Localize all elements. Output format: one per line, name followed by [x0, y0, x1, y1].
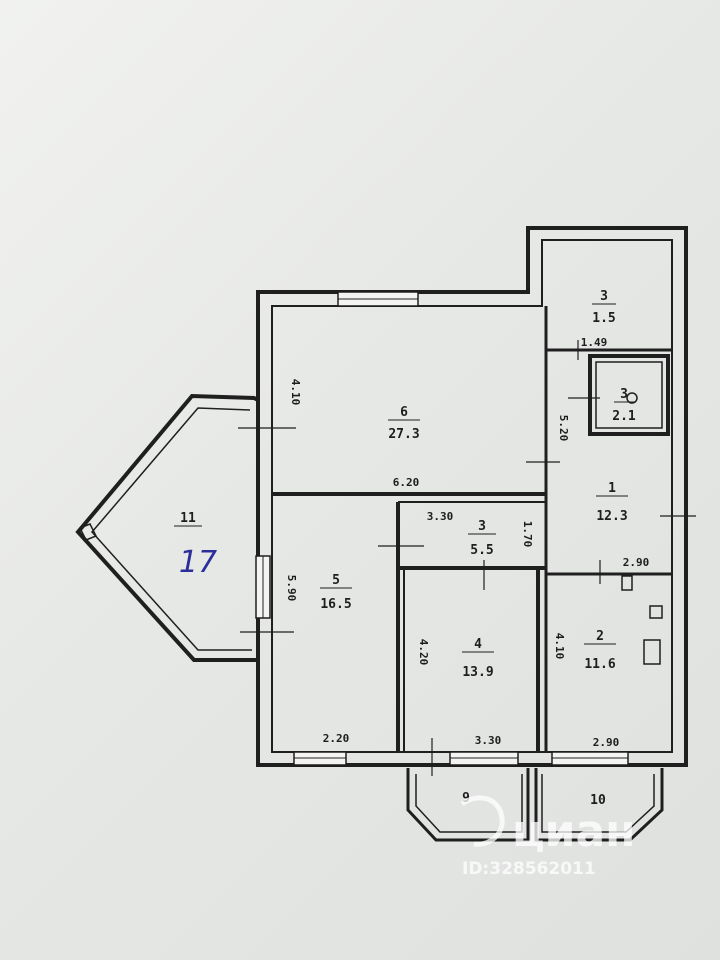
dim-4-10-right: 4.10 — [553, 633, 566, 660]
dim-1-70: 1.70 — [521, 521, 534, 548]
room-2-number: 2 — [596, 629, 604, 644]
dim-5-90: 5.90 — [285, 575, 298, 602]
room-1-area: 12.3 — [596, 509, 627, 524]
room-4-number: 4 — [474, 637, 482, 652]
dim-2-90-bottom: 2.90 — [593, 736, 620, 749]
room-4-area: 13.9 — [462, 665, 493, 680]
dim-2-20: 2.20 — [323, 732, 350, 745]
room-3-small-area: 5.5 — [470, 543, 493, 558]
dim-6-20: 6.20 — [393, 476, 420, 489]
room-6-number: 6 — [400, 405, 408, 420]
dim-4-10-left: 4.10 — [289, 379, 302, 406]
room-9-number: 9 — [462, 791, 470, 806]
room-1-number: 1 — [608, 481, 616, 496]
room-11-number: 11 — [180, 511, 196, 526]
watermark-brand: циан — [512, 806, 636, 857]
room-5-area: 16.5 — [320, 597, 351, 612]
dim-1-49: 1.49 — [581, 336, 608, 349]
room-6-area: 27.3 — [388, 427, 419, 442]
dim-3-30-upper: 3.30 — [427, 510, 454, 523]
dim-3-30-lower: 3.30 — [475, 734, 502, 747]
handwritten-note: 17 — [179, 545, 217, 580]
room-5-number: 5 — [332, 573, 340, 588]
watermark-id: ID:328562011 — [462, 859, 596, 879]
room-3-small-number: 3 — [478, 519, 486, 534]
room-3-top-area: 1.5 — [592, 311, 615, 326]
dim-4-20: 4.20 — [417, 639, 430, 666]
dimension-labels: 6.20 4.10 5.20 1.49 3.30 1.70 2.90 5.90 … — [285, 336, 649, 749]
room-2-area: 11.6 — [584, 657, 615, 672]
dim-2-90-right: 2.90 — [623, 556, 650, 569]
room-3-top-number: 3 — [600, 289, 608, 304]
watermark: циан ID:328562011 — [460, 795, 636, 879]
room-3-wc-area: 2.1 — [612, 409, 636, 424]
walls — [75, 226, 696, 842]
cian-logo-icon — [460, 795, 505, 847]
room-10-number: 10 — [590, 793, 606, 808]
dim-5-20: 5.20 — [557, 415, 570, 442]
room-3-wc-number: 3 — [620, 387, 628, 402]
room-labels: 6 27.3 3 1.5 3 2.1 1 12.3 5 16.5 3 5.5 4… — [174, 289, 636, 808]
